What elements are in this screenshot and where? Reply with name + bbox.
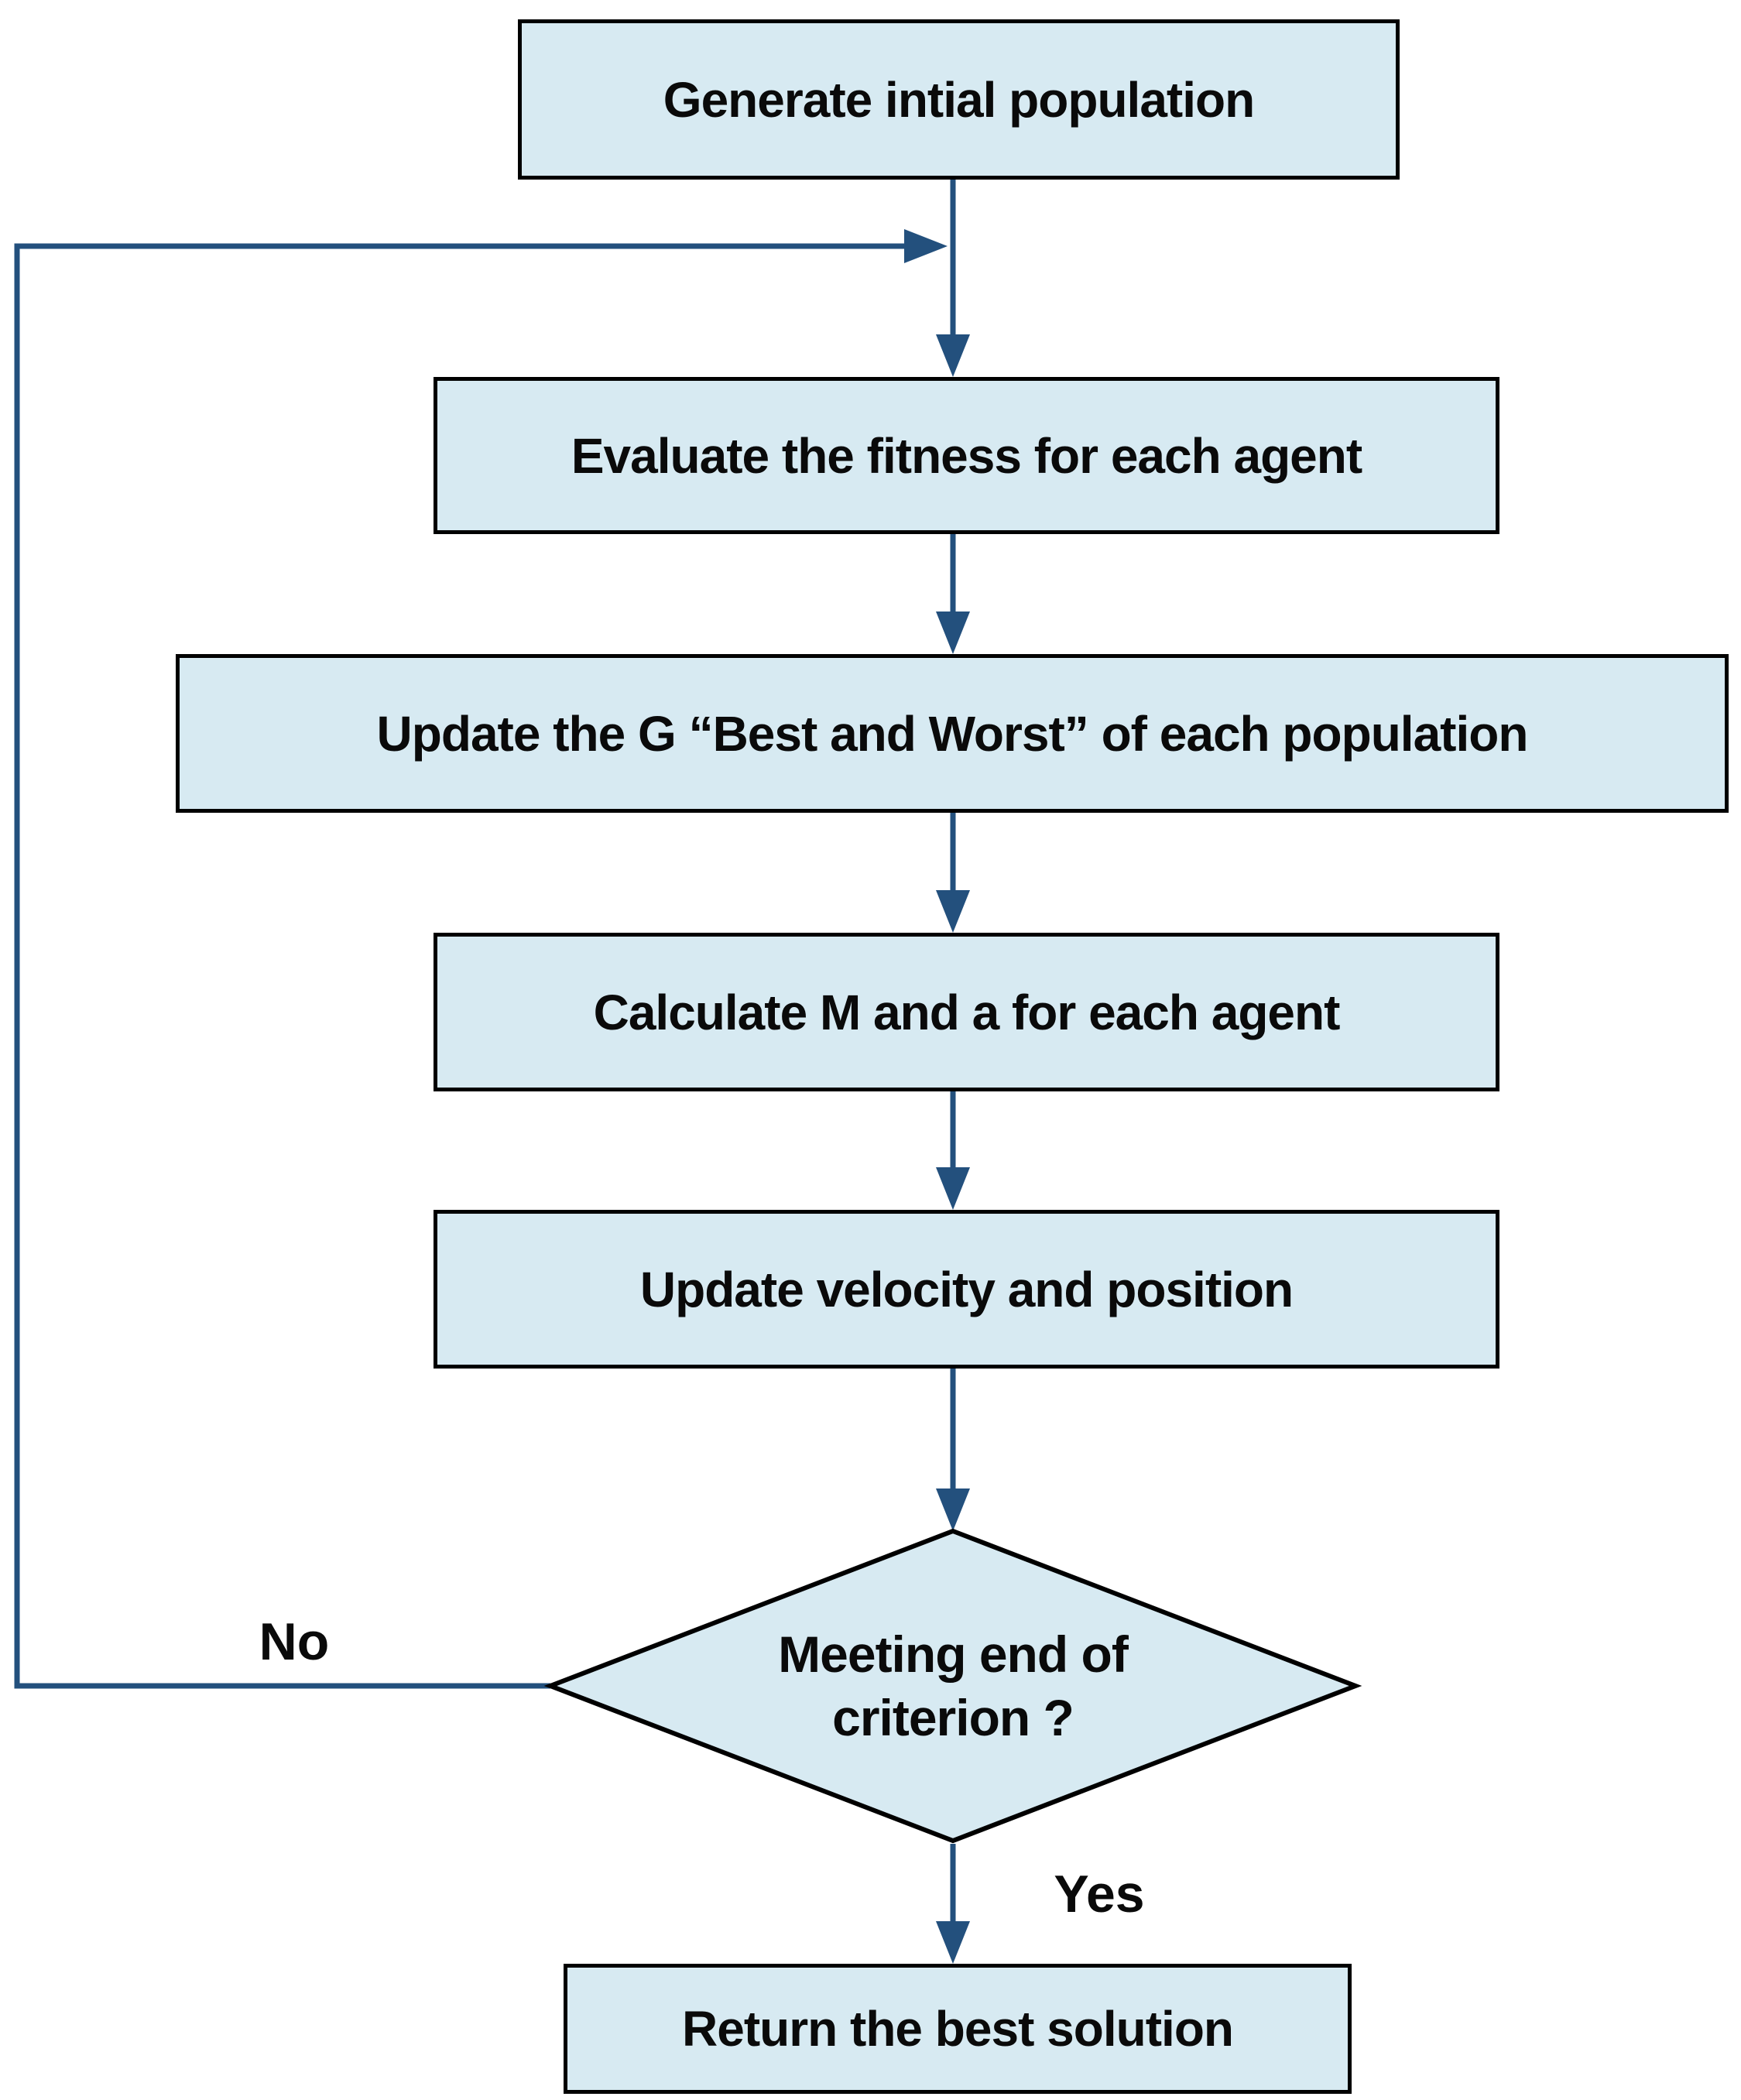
node-label: Generate intial population [663,71,1255,128]
decision-diamond-shape [543,1528,1362,1844]
node-label: Update the G “Best and Worst” of each po… [376,705,1529,762]
decision-label-line2: criterion ? [832,1689,1074,1746]
edge-update-calculate-arrowhead [936,890,970,933]
node-update-best-worst: Update the G “Best and Worst” of each po… [176,654,1729,813]
branch-label-no: No [259,1612,330,1671]
edge-decision-evaluate-line [14,243,904,1689]
decision-node-label: Meeting end of criterion ? [643,1608,1263,1763]
edge-generate-evaluate-arrowhead [936,334,970,377]
node-generate-initial-population: Generate intial population [518,19,1400,180]
decision-label-line1: Meeting end of [778,1625,1129,1683]
edge-decision-evaluate-arrowhead [904,229,948,263]
edge-calculate-velocity-arrowhead [936,1167,970,1210]
node-evaluate-fitness: Evaluate the fitness for each agent [434,377,1499,534]
edge-decision-return-arrowhead [936,1921,970,1964]
node-label: Calculate M and a for each agent [593,984,1341,1040]
node-label: Update velocity and position [639,1261,1294,1317]
node-label: Evaluate the fitness for each agent [571,427,1362,484]
node-label: Return the best solution [682,2001,1234,2057]
edge-evaluate-update-arrowhead [936,612,970,654]
node-update-velocity-position: Update velocity and position [434,1210,1499,1369]
edge-velocity-decision-arrowhead [936,1488,970,1531]
branch-label-yes: Yes [1054,1865,1145,1924]
node-return-best-solution: Return the best solution [564,1964,1352,2094]
node-calculate-m-a: Calculate M and a for each agent [434,933,1499,1091]
